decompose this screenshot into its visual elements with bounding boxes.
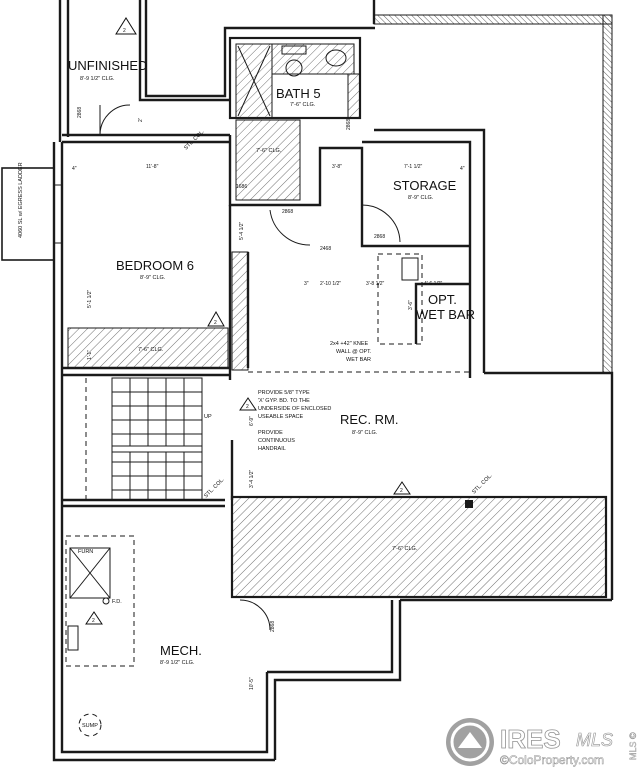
- floor-drain-label: F.D.: [112, 599, 122, 605]
- dim-6-9: 6'-9": [249, 416, 255, 426]
- unfinished-room-label: UNFINISHED: [68, 58, 147, 73]
- stair-note-1: PROVIDE 5/8" TYPE: [258, 390, 310, 396]
- knee-wall-note-1: 2x4 +42" KNEE: [330, 341, 369, 347]
- bath-soffit-note: 7'-6" CLG.: [256, 148, 282, 154]
- bedroom-soffit-note: 7'-6" CLG.: [138, 347, 164, 353]
- rec-room-label: REC. RM.: [340, 412, 399, 427]
- dim-3-4: 3'-4 1/2": [249, 469, 255, 488]
- flag-1: 2: [123, 28, 126, 34]
- flag-2: 2: [214, 320, 217, 326]
- mech-room-label: MECH.: [160, 643, 202, 658]
- handrail-note-1: PROVIDE: [258, 430, 283, 436]
- main-walls: [1, 0, 612, 762]
- stair-note-3: UNDERSIDE OF ENCLOSED: [258, 406, 331, 412]
- dim-7-1: 7'-1 1/2": [404, 164, 423, 170]
- handrail-note-3: HANDRAIL: [258, 446, 286, 452]
- dim-4in-b: 4": [460, 166, 465, 172]
- dim-3-6: 3'-6": [408, 300, 414, 310]
- bath5-ceiling: 7'-6" CLG.: [290, 102, 316, 108]
- egress-note: 4060 SL w/ EGRESS LADDER: [18, 162, 24, 238]
- dim-2-10: 2'-10 1/2": [320, 281, 341, 287]
- unfinished-ceiling: 8'-9 1/2" CLG.: [80, 76, 115, 82]
- sump-label: SUMP: [82, 723, 98, 729]
- rec-soffit-note: 7'-6" CLG.: [392, 546, 418, 552]
- dim-4in: 4": [72, 166, 77, 172]
- mech-ceiling: 8'-9 1/2" CLG.: [160, 660, 195, 666]
- watermark-brand: IRES: [500, 724, 561, 754]
- stl-col-label-2: STL. COL.: [203, 476, 226, 499]
- dim-5-4: 5'-4 1/2": [239, 221, 245, 240]
- dim-11-8: 11'-8": [146, 164, 159, 170]
- dim-2ft: 2': [138, 118, 144, 122]
- dim-3-8: 3'-8": [332, 164, 342, 170]
- dim-5-1: 5'-1 1/2": [87, 289, 93, 308]
- knee-wall-note-3: WET BAR: [346, 357, 371, 363]
- right-perimeter-wall: [372, 0, 614, 600]
- rec-room-ceiling: 8'-9" CLG.: [352, 430, 378, 436]
- stl-col-label-1: STL. COL.: [183, 128, 206, 151]
- watermark-url: ©ColoProperty.com: [500, 753, 604, 767]
- stair-note-4: USEABLE SPACE: [258, 414, 303, 420]
- wet-bar-label: WET BAR: [416, 307, 475, 322]
- furnace-label: FURN: [78, 549, 93, 555]
- stl-col-label-3: STL. COL.: [471, 472, 494, 495]
- stair-up-label: UP: [204, 414, 212, 420]
- dim-10-5: 10'-5": [249, 677, 255, 690]
- dim-3in: 3": [304, 281, 309, 287]
- opt-label: OPT.: [428, 292, 457, 307]
- bath5-room-label: BATH 5: [276, 86, 321, 101]
- dim-door-1: 2868: [77, 107, 83, 118]
- flag-5: 2: [246, 404, 249, 410]
- dim-4-6: 4'-6 1/2": [424, 281, 443, 287]
- knee-wall-note-2: WALL @ OPT.: [336, 349, 372, 355]
- house-icon: [458, 732, 482, 748]
- dim-door-4: 2868: [270, 621, 276, 632]
- handrail-note-2: CONTINUOUS: [258, 438, 295, 444]
- bedroom6-room-label: BEDROOM 6: [116, 258, 194, 273]
- stair-note-2: 'X' GYP. BD. TO THE: [258, 398, 310, 404]
- storage-room-label: STORAGE: [393, 178, 457, 193]
- dim-door-5: 2868: [346, 119, 352, 130]
- dim-1-1: 1'-1": [87, 350, 93, 360]
- flag-3: 2: [400, 488, 403, 494]
- flag-4: 2: [92, 618, 95, 624]
- watermark-script: MLS: [576, 730, 613, 750]
- dim-1686: 1686: [236, 184, 247, 190]
- ires-watermark: IRES MLS ©ColoProperty.com MLS ©: [446, 718, 638, 767]
- bedroom6-ceiling: 8'-9" CLG.: [140, 275, 166, 281]
- watermark-vertical: MLS ©: [628, 732, 638, 760]
- dim-2468: 2468: [320, 246, 331, 252]
- revision-flags: 2 2 2 2 2: [85, 17, 411, 625]
- stairs: [85, 377, 203, 501]
- dim-3-8b: 3'-8 1/2": [366, 281, 385, 287]
- dim-door-2: 2868: [282, 209, 293, 215]
- dim-door-3: 2868: [374, 234, 385, 240]
- storage-ceiling: 8'-9" CLG.: [408, 195, 434, 201]
